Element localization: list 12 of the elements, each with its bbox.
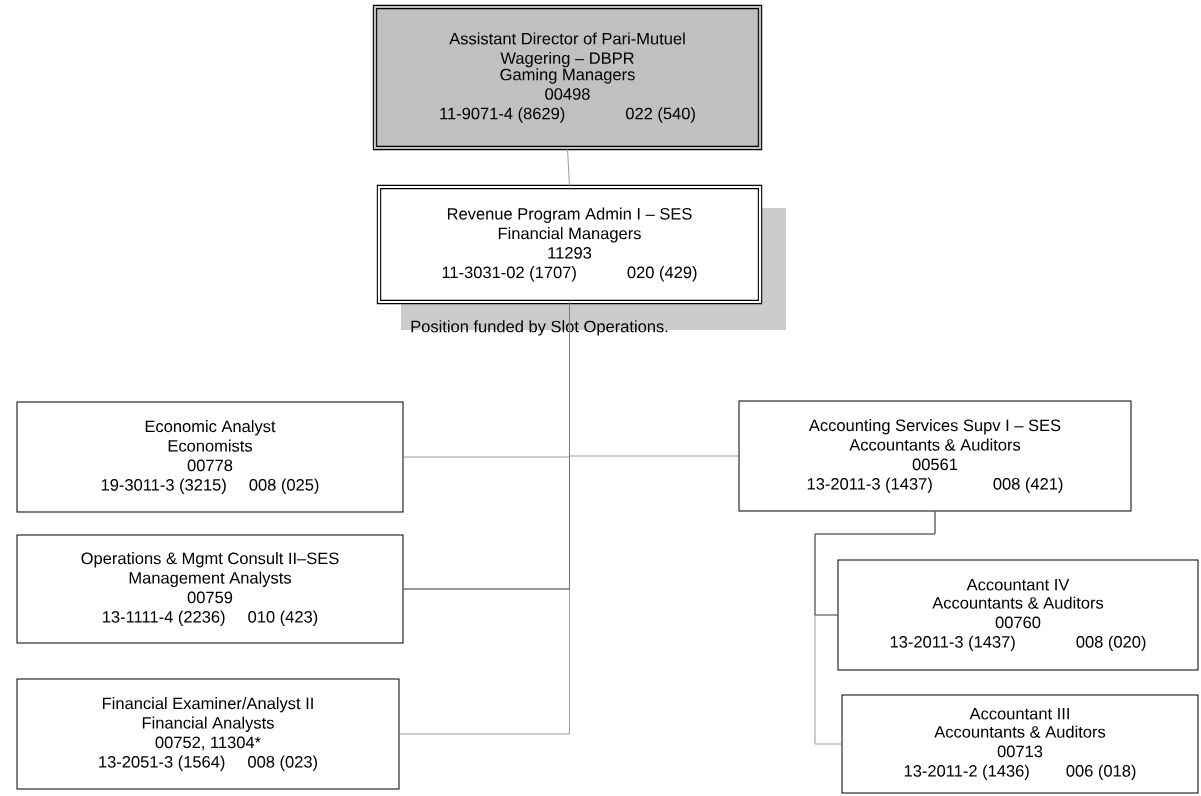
position-box: Operations & Mgmt Consult II–SES Management Analysts 00759 13-1111-4 (2236) 010 (423) [16,534,404,644]
connector-line [567,148,570,187]
position-box: Accountant III Accountants & Auditors 00713 13-2011-2 (1436) 006 (018) [841,694,1199,794]
position-box: Assistant Director of Pari-Mutuel Wagering – DBPR Gaming Managers 00498 11-9071-4 (8629) 022 (540) [372,4,763,151]
connector-line [814,511,936,745]
position-box: Revenue Program Admin I – SES Financial Managers 11293 11-3031-02 (1707) 020 (429) [376,184,763,305]
connector-line [569,302,739,457]
note-text: Position funded by Slot Operations. [411,320,668,336]
position-box: Financial Examiner/Analyst II Financial Analysts 00752, 11304* 13-2051-3 (1564) 008 (023) [16,678,400,790]
position-box: Economic Analyst Economists 00778 19-3011-3 (3215) 008 (025) [16,401,404,513]
position-box: Accounting Services Supv I – SES Accountants & Auditors 00561 13-2011-3 (1437) 008 (421) [738,400,1132,512]
position-box: Accountant IV Accountants & Auditors 00760 13-2011-3 (1437) 008 (020) [837,559,1199,671]
